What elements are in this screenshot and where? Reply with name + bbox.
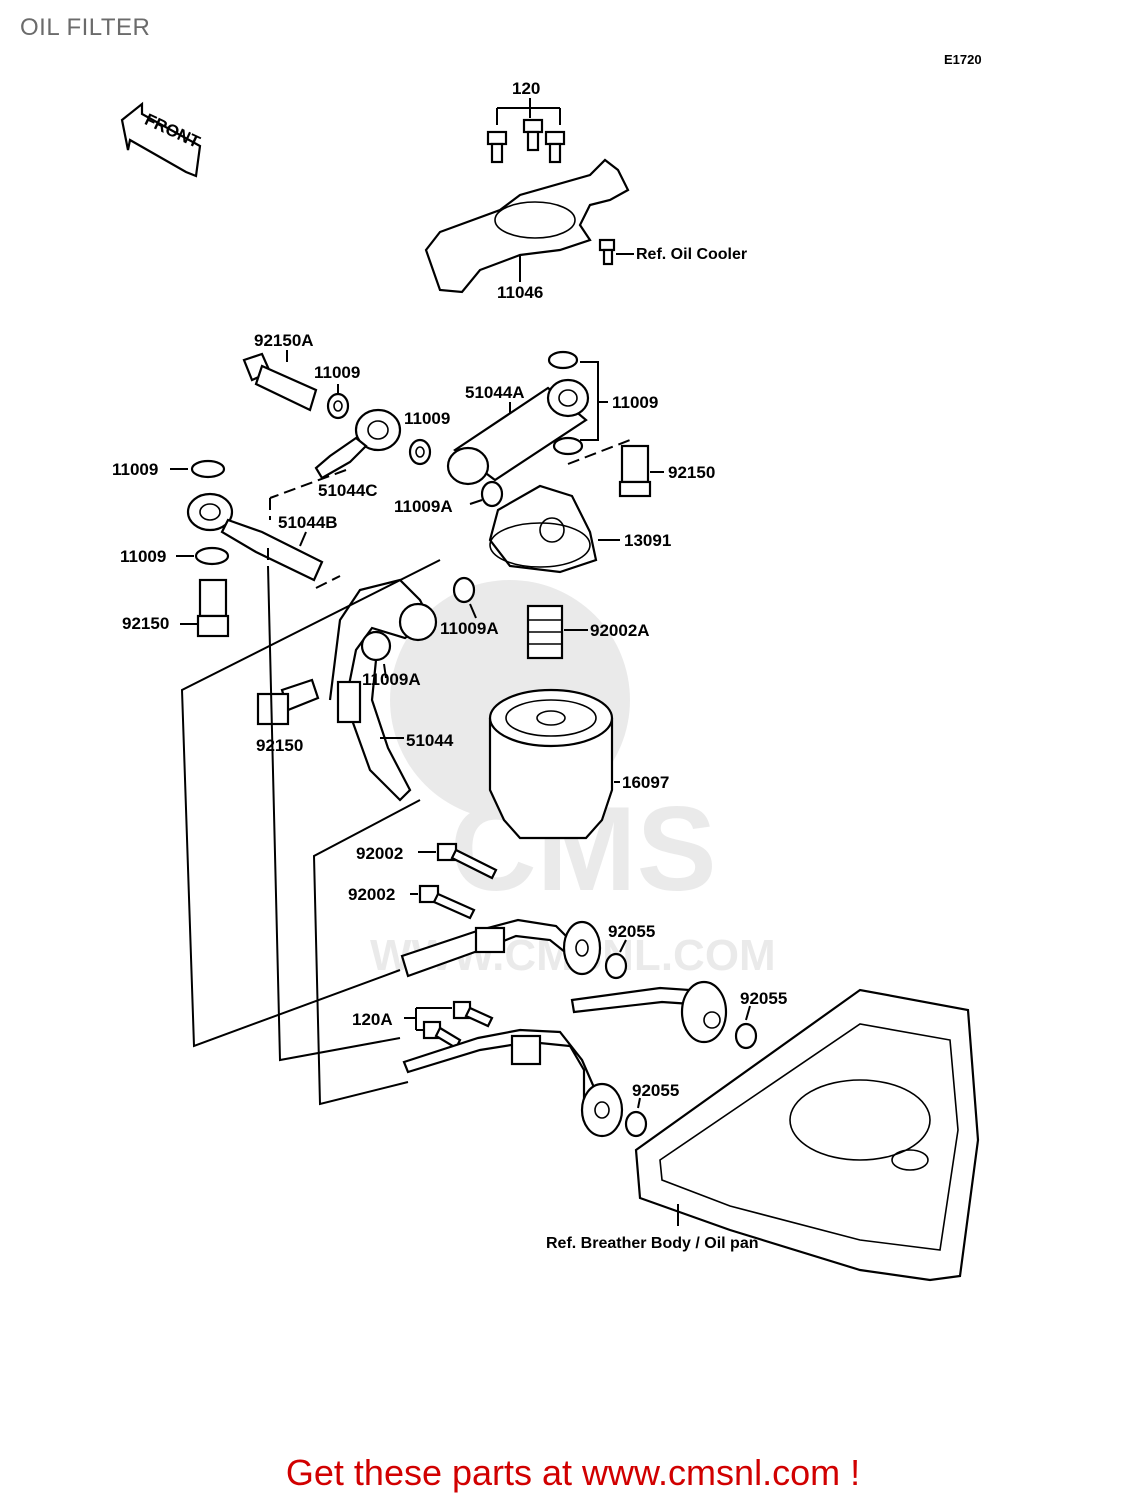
label-92055-b: 92055 (740, 989, 787, 1008)
part-11009-washer-c[interactable]: 11009 (547, 350, 658, 456)
part-92055-gasket-c[interactable]: 92055 (624, 1081, 679, 1138)
label-11009-d: 11009 (112, 460, 158, 479)
label-11009A-c: 11009A (362, 670, 421, 689)
oil-pipe-upper[interactable] (400, 918, 602, 978)
part-16097-oil-filter[interactable]: 16097 (488, 688, 669, 840)
label-92055-a: 92055 (608, 922, 655, 941)
label-11009-a: 11009 (314, 363, 360, 382)
part-92002-bolt-b[interactable]: 92002 (348, 884, 476, 920)
part-92150-banjo-bolt-a[interactable]: 92150 (567, 439, 715, 498)
label-92002-b: 92002 (348, 885, 395, 904)
label-11009-b: 11009 (404, 409, 450, 428)
label-51044C: 51044C (318, 481, 378, 500)
part-11009A-washer-a[interactable]: 11009A (394, 480, 504, 516)
label-11009-c: 11009 (612, 393, 658, 412)
label-11009A-a: 11009A (394, 497, 453, 516)
label-13091: 13091 (624, 531, 671, 550)
connection-lines (180, 498, 441, 1106)
part-92150A-banjo-bolt[interactable]: 92150A (242, 331, 318, 412)
page-title: OIL FILTER (20, 14, 151, 41)
oil-pipe-lower[interactable] (402, 1028, 624, 1138)
label-92150-b: 92150 (122, 614, 169, 633)
label-11009-e: 11009 (120, 547, 166, 566)
part-13091-filter-head[interactable]: 13091 (488, 484, 671, 574)
label-92150-a: 92150 (668, 463, 715, 482)
label-120: 120 (512, 79, 540, 98)
part-11009-washer-b[interactable]: 11009 (404, 409, 450, 466)
front-arrow-icon: FRONT (120, 101, 203, 178)
part-51044-hose[interactable]: 51044 (328, 578, 454, 802)
oil-pan-reference: Ref. Breather Body / Oil pan (546, 988, 980, 1282)
label-51044A: 51044A (465, 383, 525, 402)
label-51044B: 51044B (278, 513, 338, 532)
part-11009-washer-e[interactable]: 11009 (120, 546, 230, 566)
label-51044: 51044 (406, 731, 454, 750)
part-51044B-hose[interactable]: 51044B (186, 492, 338, 582)
part-92002A-nipple[interactable]: 92002A (526, 604, 650, 660)
label-92150A: 92150A (254, 331, 314, 350)
label-120A: 120A (352, 1010, 393, 1029)
part-51044A-hose[interactable]: 51044A (446, 378, 590, 486)
part-92055-gasket-b[interactable]: 92055 (734, 989, 787, 1050)
part-11009-washer-d[interactable]: 11009 (112, 459, 226, 479)
part-11009A-washer-b[interactable]: 11009A (440, 576, 499, 638)
label-92055-c: 92055 (632, 1081, 679, 1100)
part-120A-bolts[interactable]: 120A (352, 1000, 494, 1050)
part-92055-gasket-a[interactable]: 92055 (604, 922, 655, 980)
footer-banner[interactable]: Get these parts at www.cmsnl.com ! (285, 1452, 861, 1493)
part-51044C-hose[interactable]: 51044C (269, 408, 402, 500)
label-92002A: 92002A (590, 621, 650, 640)
label-11009A-b: 11009A (440, 619, 499, 638)
part-92150-banjo-bolt-c[interactable]: 92150 (256, 678, 320, 755)
part-120-bolts[interactable]: 120 (486, 79, 566, 164)
oil-pipe-middle[interactable] (570, 980, 728, 1044)
label-11046: 11046 (497, 283, 543, 302)
part-11009-washer-a[interactable]: 11009 (314, 363, 360, 420)
ref-breather-oil-pan: Ref. Breather Body / Oil pan (546, 1235, 758, 1252)
part-92150-banjo-bolt-b[interactable]: 92150 (122, 578, 230, 638)
part-11009A-washer-c[interactable]: 11009A (362, 663, 421, 689)
part-11046-bracket[interactable]: 11046 Ref. Oil Cooler (424, 158, 747, 302)
part-92002-bolt-a[interactable]: 92002 (356, 842, 498, 880)
ref-oil-cooler: Ref. Oil Cooler (636, 246, 747, 263)
label-92150-c: 92150 (256, 736, 303, 755)
diagram-code: E1720 (944, 52, 982, 67)
label-92002-a: 92002 (356, 844, 403, 863)
label-16097: 16097 (622, 773, 669, 792)
